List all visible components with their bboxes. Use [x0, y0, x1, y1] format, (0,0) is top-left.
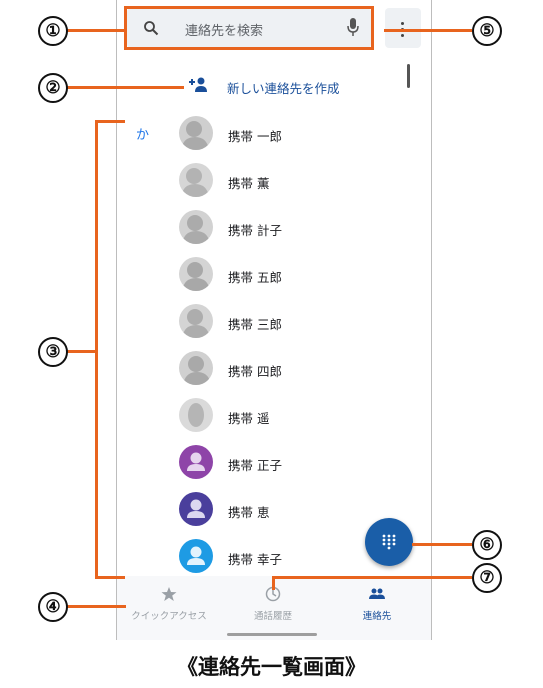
callout-line-7-drop [272, 576, 275, 590]
scrollbar[interactable] [407, 64, 410, 88]
callout-bracket-bottom [95, 576, 125, 579]
avatar [179, 257, 213, 291]
callout-number-5: ⑤ [472, 16, 502, 46]
contact-item[interactable]: 携帯 三郎 [117, 304, 407, 351]
callout-line-5 [384, 29, 472, 32]
callout-number-1: ① [38, 16, 68, 46]
contact-name: 携帯 四郎 [228, 364, 282, 379]
avatar [179, 492, 213, 526]
callout-number-7: ⑦ [472, 563, 502, 593]
contact-name: 携帯 計子 [228, 223, 282, 238]
callout-number-3: ③ [38, 337, 68, 367]
contact-item[interactable]: 携帯 五郎 [117, 257, 407, 304]
contact-name: 携帯 遥 [228, 411, 270, 426]
nav-label-contacts: 連絡先 [362, 611, 392, 622]
callout-number-6: ⑥ [472, 530, 502, 560]
contact-item[interactable]: 携帯 幸子 [117, 539, 407, 586]
callout-line-3 [66, 350, 96, 353]
dialpad-icon [382, 534, 396, 550]
bottom-navigation: クイックアクセス 通話履歴 連絡先 [117, 576, 431, 640]
figure-caption: 《連絡先一覧画面》 [177, 655, 366, 679]
callout-bracket-vertical [95, 120, 98, 578]
star-icon [161, 587, 177, 601]
callout-line-2 [66, 86, 184, 89]
nav-contacts[interactable]: 連絡先 [325, 576, 429, 636]
nav-label-call-history: 通話履歴 [253, 611, 292, 622]
callout-line-1 [66, 29, 124, 32]
callout-line-6 [412, 543, 472, 546]
create-contact-row[interactable]: 新しい連絡先を作成 [117, 68, 407, 104]
home-indicator[interactable] [227, 633, 317, 636]
callout-bracket-top [95, 120, 125, 123]
contact-name: 携帯 恵 [228, 505, 270, 520]
search-input[interactable]: 連絡先を検索 [185, 24, 264, 39]
avatar [179, 351, 213, 385]
contact-item[interactable]: 携帯 遥 [117, 398, 407, 445]
avatar [179, 210, 213, 244]
contact-item[interactable]: 携帯 四郎 [117, 351, 407, 398]
search-bar[interactable]: 連絡先を検索 [127, 8, 371, 48]
more-options-button[interactable] [385, 8, 421, 48]
callout-line-7 [272, 576, 472, 579]
search-icon [144, 21, 159, 36]
contact-item[interactable]: 携帯 恵 [117, 492, 407, 539]
search-bar-highlight [124, 6, 374, 50]
contact-item[interactable]: 携帯 薫 [117, 163, 407, 210]
mic-icon[interactable] [347, 18, 359, 36]
avatar [179, 304, 213, 338]
contact-item[interactable]: 携帯 一郎 [117, 116, 407, 163]
avatar [179, 163, 213, 197]
contact-name: 携帯 三郎 [228, 317, 282, 332]
contact-name: 携帯 正子 [228, 458, 282, 473]
nav-label-quick-access: クイックアクセス [131, 611, 207, 622]
avatar [179, 539, 213, 573]
dialpad-button[interactable] [365, 518, 413, 566]
callout-line-4 [66, 605, 126, 608]
contact-name: 携帯 五郎 [228, 270, 282, 285]
index-letter: か [136, 128, 150, 143]
person-add-icon [189, 77, 207, 92]
contact-item[interactable]: 携帯 計子 [117, 210, 407, 257]
contact-name: 携帯 一郎 [228, 129, 282, 144]
callout-number-2: ② [38, 73, 68, 103]
people-icon [369, 588, 385, 599]
contact-item[interactable]: 携帯 正子 [117, 445, 407, 492]
callout-number-4: ④ [38, 592, 68, 622]
avatar [179, 116, 213, 150]
phone-screen: 連絡先を検索 新しい連絡先を作成 か 携帯 一郎 [116, 0, 432, 640]
avatar [179, 398, 213, 432]
contact-name: 携帯 幸子 [228, 552, 282, 567]
contact-name: 携帯 薫 [228, 176, 270, 191]
nav-quick-access[interactable]: クイックアクセス [117, 576, 221, 636]
create-contact-label: 新しい連絡先を作成 [227, 81, 340, 96]
avatar [179, 445, 213, 479]
